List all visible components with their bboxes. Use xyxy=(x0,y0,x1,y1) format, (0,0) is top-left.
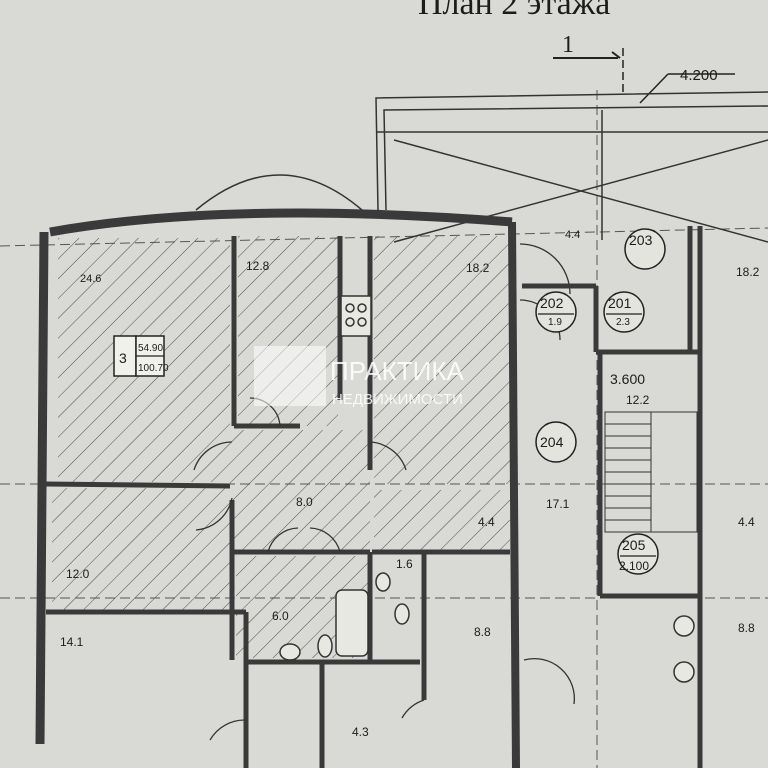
room-label: 4.4 xyxy=(478,515,495,529)
room-label: 1.6 xyxy=(396,557,413,571)
service-room-area: 1.9 xyxy=(548,317,562,328)
service-room-number: 204 xyxy=(540,434,564,450)
party-wall xyxy=(508,221,520,768)
plan-title: План 2 этажа xyxy=(418,0,610,22)
room-label: 18.2 xyxy=(736,265,760,279)
room-label: 4.4 xyxy=(738,515,755,529)
watermark-line1: ПРАКТИКА xyxy=(330,356,464,386)
section-marker: 1 xyxy=(562,32,574,58)
stair xyxy=(604,411,698,533)
room-label: 24.6 xyxy=(80,273,101,285)
stair-level: 3.600 xyxy=(610,371,645,387)
service-room-number: 203 xyxy=(629,232,653,248)
service-room-dividers xyxy=(538,313,656,557)
room-label: 17.1 xyxy=(546,497,570,511)
service-room-number: 205 xyxy=(622,537,646,553)
room-label: 8.8 xyxy=(474,625,491,639)
balcony-outline xyxy=(195,91,768,243)
apartment-area-box: 3 54.90 100.70 xyxy=(113,335,169,377)
service-room-area: 2.100 xyxy=(619,559,649,573)
room-label: 18.2 xyxy=(466,261,490,275)
interior-walls xyxy=(45,236,510,768)
service-room-area: 2.3 xyxy=(616,317,630,328)
room-label: 12.8 xyxy=(246,259,270,273)
service-room-markers xyxy=(535,228,666,575)
watermark-line2: НЕДВИЖИМОСТИ xyxy=(332,391,463,408)
core-walls xyxy=(522,226,703,768)
service-room-number: 201 xyxy=(608,295,632,311)
apartment-living-area: 54.90 xyxy=(138,343,163,354)
watermark: ПРАКТИКА НЕДВИЖИМОСТИ xyxy=(254,346,464,408)
level-leader xyxy=(639,73,669,104)
apartment-total-area: 100.70 xyxy=(138,363,169,374)
room-label: 14.1 xyxy=(60,635,84,649)
room-label: 4.3 xyxy=(352,725,369,739)
level-mark: 4.200 xyxy=(680,67,718,84)
room-hatching xyxy=(52,236,510,658)
room-label: 12.0 xyxy=(66,567,90,581)
room-label: 8.8 xyxy=(738,621,755,635)
exterior-wall-top xyxy=(49,208,513,237)
room-label: 6.0 xyxy=(272,609,289,623)
section-arrow xyxy=(611,51,621,59)
service-room-number: 202 xyxy=(540,295,564,311)
exterior-wall-left xyxy=(35,231,49,745)
bathroom-fixtures xyxy=(279,295,695,683)
room-label: 8.0 xyxy=(296,495,313,509)
room-label: 4.4 xyxy=(565,229,580,241)
room-label: 12.2 xyxy=(626,393,650,407)
apartment-rooms: 3 xyxy=(119,350,127,366)
